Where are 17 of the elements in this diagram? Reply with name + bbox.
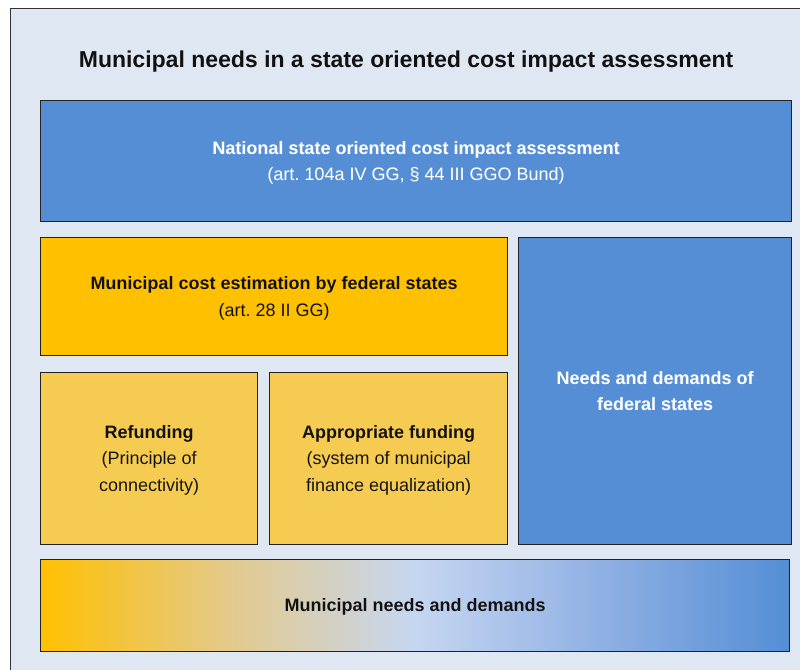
block-heading: Needs and demands of federal states — [555, 366, 755, 416]
block-box — [40, 237, 508, 356]
block-note: (art. 104a IV GG, § 44 III GGO Bund) — [267, 163, 565, 186]
block-box — [40, 559, 790, 652]
diagram-title: Municipal needs in a state oriented cost impact assessment — [78, 46, 734, 73]
block-box — [40, 100, 792, 222]
block-note: (art. 28 II GG) — [218, 298, 330, 322]
block-box — [40, 372, 258, 545]
block-heading: Refunding — [104, 421, 194, 444]
block-heading: National state oriented cost impact assessment — [212, 136, 620, 160]
block-heading: Appropriate funding — [302, 421, 475, 444]
block-note: (system of municipal finance equalization) — [304, 447, 472, 497]
block-heading: Municipal needs and demands — [284, 594, 546, 618]
block-box — [518, 237, 792, 545]
block-box — [269, 372, 508, 545]
block-heading: Municipal cost estimation by federal states — [90, 272, 458, 296]
block-note: (Principle of connectivity) — [98, 447, 200, 497]
